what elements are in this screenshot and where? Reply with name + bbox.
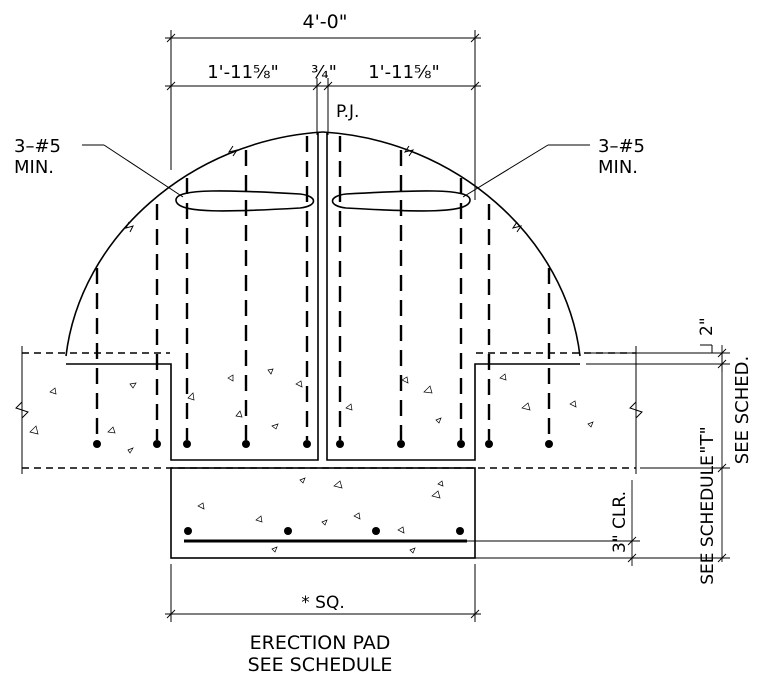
pad-width-label: * SQ. <box>301 593 344 613</box>
slab <box>15 346 643 474</box>
erection-pad-block <box>170 467 640 559</box>
horizontal-rebar-bundles <box>175 190 471 212</box>
pad-depth-label: SEE SCHEDULE <box>698 455 718 585</box>
right-rebar-min: MIN. <box>598 157 638 178</box>
pad-rebar-dots <box>184 527 464 535</box>
overall-width-dimension: 4'-0" <box>165 11 481 200</box>
pad-depth-dimension: SEE SCHEDULE <box>475 455 730 585</box>
slab-schedule-label: SEE SCHED. <box>732 356 753 464</box>
joint-width-label: ¾" <box>311 62 337 83</box>
slab-thickness-dimension: "T" SEE SCHED. <box>640 353 753 473</box>
slab-thickness-label: "T" <box>697 426 718 454</box>
left-rebar-min: MIN. <box>14 157 54 178</box>
overall-width-label: 4'-0" <box>303 11 348 33</box>
right-half-width-label: 1'-11⅝" <box>368 62 440 83</box>
left-rebar-callout: 3–#5 MIN. <box>14 136 184 198</box>
bar-clearance-dimension: 3" CLR. <box>610 480 637 566</box>
top-offset-dimension: 2" <box>586 317 730 372</box>
left-half-width-label: 1'-11⅝" <box>207 62 279 83</box>
bar-clearance-label: 3" CLR. <box>610 491 630 553</box>
foundation-arc <box>65 131 581 357</box>
pad-width-dimension: * SQ. <box>165 564 481 622</box>
vertical-rebar <box>95 136 551 440</box>
concrete-aggregate-hatch <box>29 368 594 554</box>
right-pad-outline <box>326 133 580 461</box>
joint-label: P.J. <box>336 102 359 122</box>
top-offset-label: 2" <box>697 317 717 336</box>
right-rebar-callout: 3–#5 MIN. <box>462 136 645 198</box>
right-rebar-count: 3–#5 <box>598 136 645 157</box>
caption-subtitle: SEE SCHEDULE <box>248 654 393 676</box>
left-pad-outline <box>66 133 319 461</box>
left-rebar-count: 3–#5 <box>14 136 61 157</box>
slab-rebar-dots <box>93 440 553 448</box>
caption-title: ERECTION PAD <box>250 632 391 654</box>
half-width-dimensions: 1'-11⅝" ¾" 1'-11⅝" <box>165 62 481 135</box>
